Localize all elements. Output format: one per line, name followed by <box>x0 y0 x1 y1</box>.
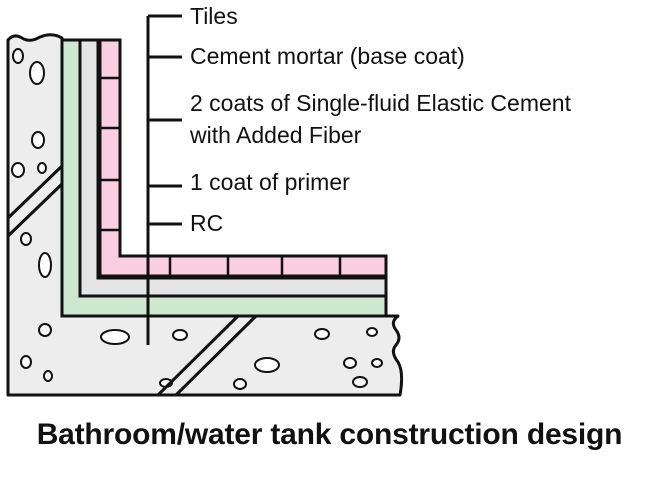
diagram-caption: Bathroom/water tank construction design <box>36 418 623 451</box>
tiles-layer <box>98 38 388 278</box>
label-elastic-line1: 2 coats of Single-fluid Elastic Cement <box>190 90 572 116</box>
concrete-break-lines <box>6 164 258 397</box>
label-rc: RC <box>190 210 223 236</box>
label-primer: 1 coat of primer <box>190 169 350 195</box>
leader-lines <box>146 14 182 345</box>
label-tiles: Tiles <box>190 3 238 29</box>
label-elastic-line2: with Added Fiber <box>189 122 362 148</box>
tile-joints <box>100 76 342 276</box>
concrete-aggregate <box>11 48 383 390</box>
rc-concrete <box>6 33 404 397</box>
mortar-layer <box>97 39 387 279</box>
label-mortar: Cement mortar (base coat) <box>190 43 465 69</box>
